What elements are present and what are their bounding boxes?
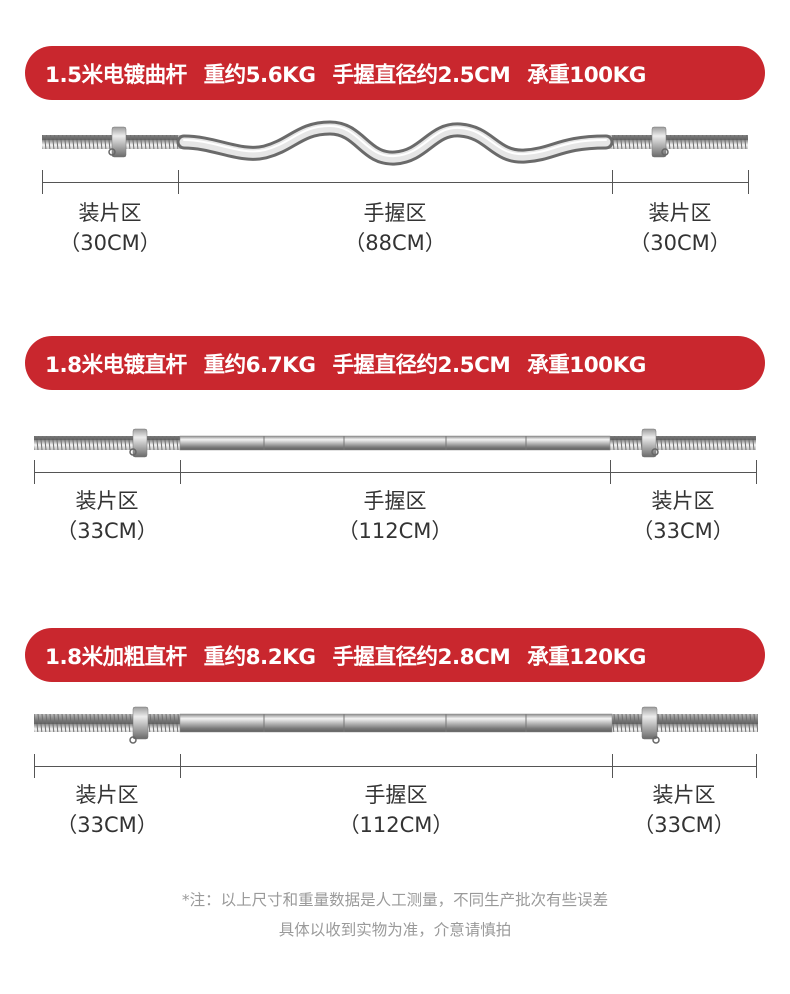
zone-length: （33CM） (56, 813, 158, 837)
product-load-capacity: 承重120KG (527, 644, 646, 670)
note-line-1: *注：以上尺寸和重量数据是人工测量，不同生产批次有些误差 (181, 891, 609, 909)
product-section-3: 1.8米加粗直杆 重约8.2KG 手握直径约2.8CM 承重120KG 装片区 … (0, 582, 790, 872)
zone-label: 手握区 (364, 783, 428, 807)
zone-label: 手握区 (363, 201, 427, 225)
zone-length: （30CM） (629, 231, 731, 255)
curl-bar-image (42, 120, 748, 166)
dim-tick (756, 754, 757, 778)
zone-plate-right: 装片区 （33CM） (610, 486, 756, 546)
zone-grip: 手握区 （112CM） (180, 780, 612, 840)
zone-plate-right: 装片区 （33CM） (612, 780, 756, 840)
zone-length: （30CM） (59, 231, 161, 255)
product-grip-diameter: 手握直径约2.5CM (332, 352, 511, 378)
note-line-2: 具体以收到实物为准，介意请慎拍 (278, 921, 512, 939)
zone-length: （33CM） (632, 519, 734, 543)
zone-label: 手握区 (363, 489, 427, 513)
zone-label: 装片区 (75, 489, 139, 513)
product-load-capacity: 承重100KG (527, 62, 646, 88)
zone-grip: 手握区 （112CM） (180, 486, 610, 546)
zone-plate-left: 装片区 （33CM） (34, 486, 180, 546)
product-weight: 重约6.7KG (203, 352, 316, 378)
dim-tick (756, 460, 757, 484)
product-title: 1.5米电镀曲杆 (45, 62, 187, 88)
straight-bar-image (34, 428, 756, 458)
dimension-line (42, 182, 748, 183)
product-banner: 1.8米电镀直杆 重约6.7KG 手握直径约2.5CM 承重100KG (25, 336, 765, 390)
zone-length: （33CM） (56, 519, 158, 543)
product-weight: 重约8.2KG (203, 644, 316, 670)
product-section-1: 1.5米电镀曲杆 重约5.6KG 手握直径约2.5CM 承重100KG 装片区 … (0, 0, 790, 290)
product-load-capacity: 承重100KG (527, 352, 646, 378)
disclaimer-note: *注：以上尺寸和重量数据是人工测量，不同生产批次有些误差 具体以收到实物为准，介… (0, 885, 790, 945)
product-banner: 1.5米电镀曲杆 重约5.6KG 手握直径约2.5CM 承重100KG (25, 46, 765, 100)
dimension-line (34, 472, 756, 473)
zone-label: 装片区 (651, 489, 715, 513)
zone-plate-left: 装片区 （33CM） (34, 780, 180, 840)
zone-grip: 手握区 （88CM） (178, 198, 612, 258)
zone-length: （112CM） (337, 519, 453, 543)
zone-length: （112CM） (338, 813, 454, 837)
product-banner: 1.8米加粗直杆 重约8.2KG 手握直径约2.8CM 承重120KG (25, 628, 765, 682)
dim-tick (748, 170, 749, 194)
zone-label: 装片区 (75, 783, 139, 807)
thick-bar-image (34, 706, 758, 744)
zone-label: 装片区 (652, 783, 716, 807)
zone-label: 装片区 (78, 201, 142, 225)
product-title: 1.8米电镀直杆 (45, 352, 187, 378)
product-title: 1.8米加粗直杆 (45, 644, 187, 670)
zone-plate-right: 装片区 （30CM） (612, 198, 748, 258)
zone-length: （33CM） (633, 813, 735, 837)
zone-length: （88CM） (344, 231, 446, 255)
product-grip-diameter: 手握直径约2.8CM (332, 644, 511, 670)
product-grip-diameter: 手握直径约2.5CM (332, 62, 511, 88)
zone-plate-left: 装片区 （30CM） (42, 198, 178, 258)
product-section-2: 1.8米电镀直杆 重约6.7KG 手握直径约2.5CM 承重100KG 装片区 … (0, 290, 790, 580)
dimension-line (34, 766, 756, 767)
zone-label: 装片区 (648, 201, 712, 225)
product-weight: 重约5.6KG (203, 62, 316, 88)
